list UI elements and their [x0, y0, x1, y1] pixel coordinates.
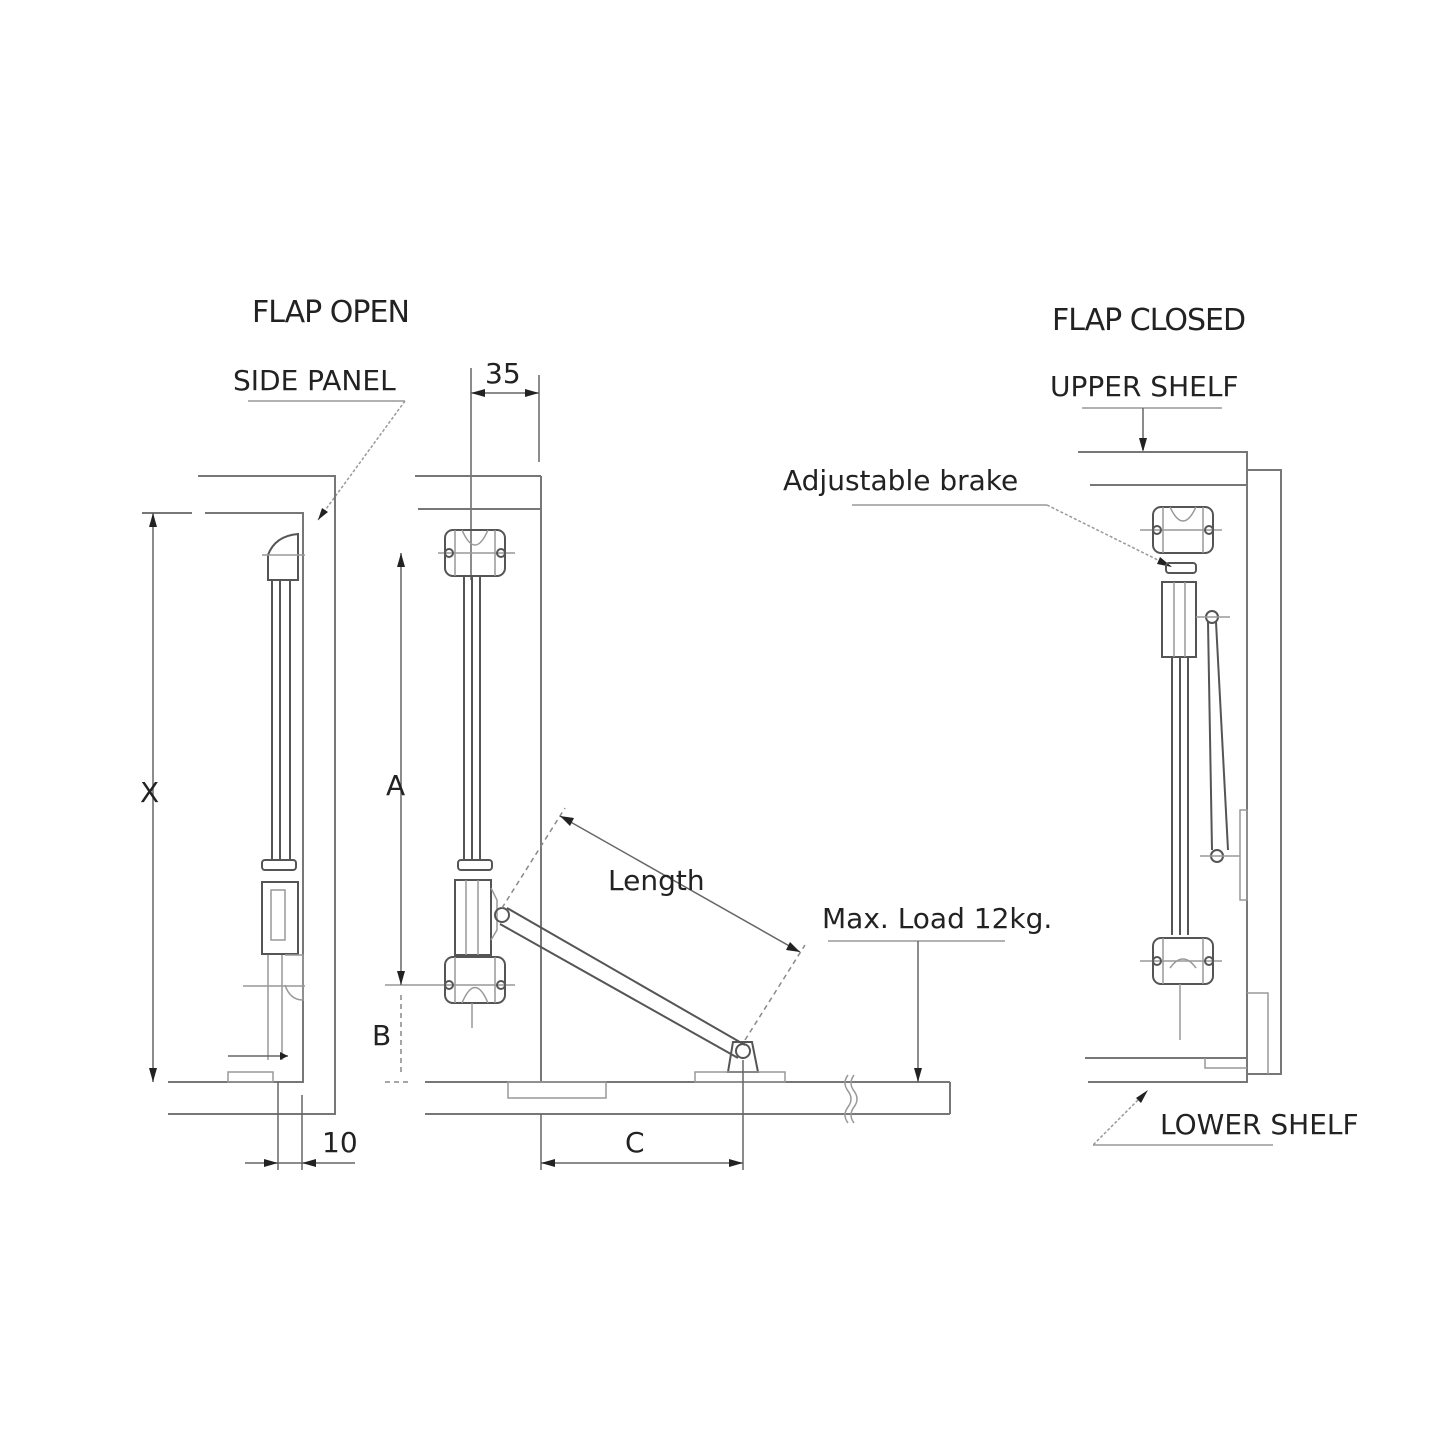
flap-open-title: FLAP OPEN [252, 295, 409, 330]
upper-shelf-label: UPPER SHELF [1050, 370, 1239, 403]
adjustable-brake-label: Adjustable brake [783, 464, 1018, 497]
max-load-label: Max. Load 12kg. [822, 902, 1052, 935]
dim-x-label: X [140, 776, 159, 809]
lower-shelf-label: LOWER SHELF [1160, 1108, 1359, 1141]
flap-closed-title: FLAP CLOSED [1052, 303, 1245, 338]
dim-10-label: 10 [322, 1126, 358, 1159]
flap-open-stay-view: 35 A [372, 357, 1052, 1170]
dim-a-label: A [386, 769, 405, 802]
flap-closed-view: FLAP CLOSED UPPER SHELF Adjustable brake [783, 303, 1359, 1146]
length-label: Length [608, 864, 705, 897]
dim-b-label: B [372, 1019, 391, 1052]
dim-c-label: C [625, 1126, 645, 1159]
side-panel-label: SIDE PANEL [233, 364, 396, 397]
dim-35-label: 35 [485, 357, 521, 390]
flap-open-side-view: FLAP OPEN SIDE PANEL X 1 [140, 295, 410, 1170]
